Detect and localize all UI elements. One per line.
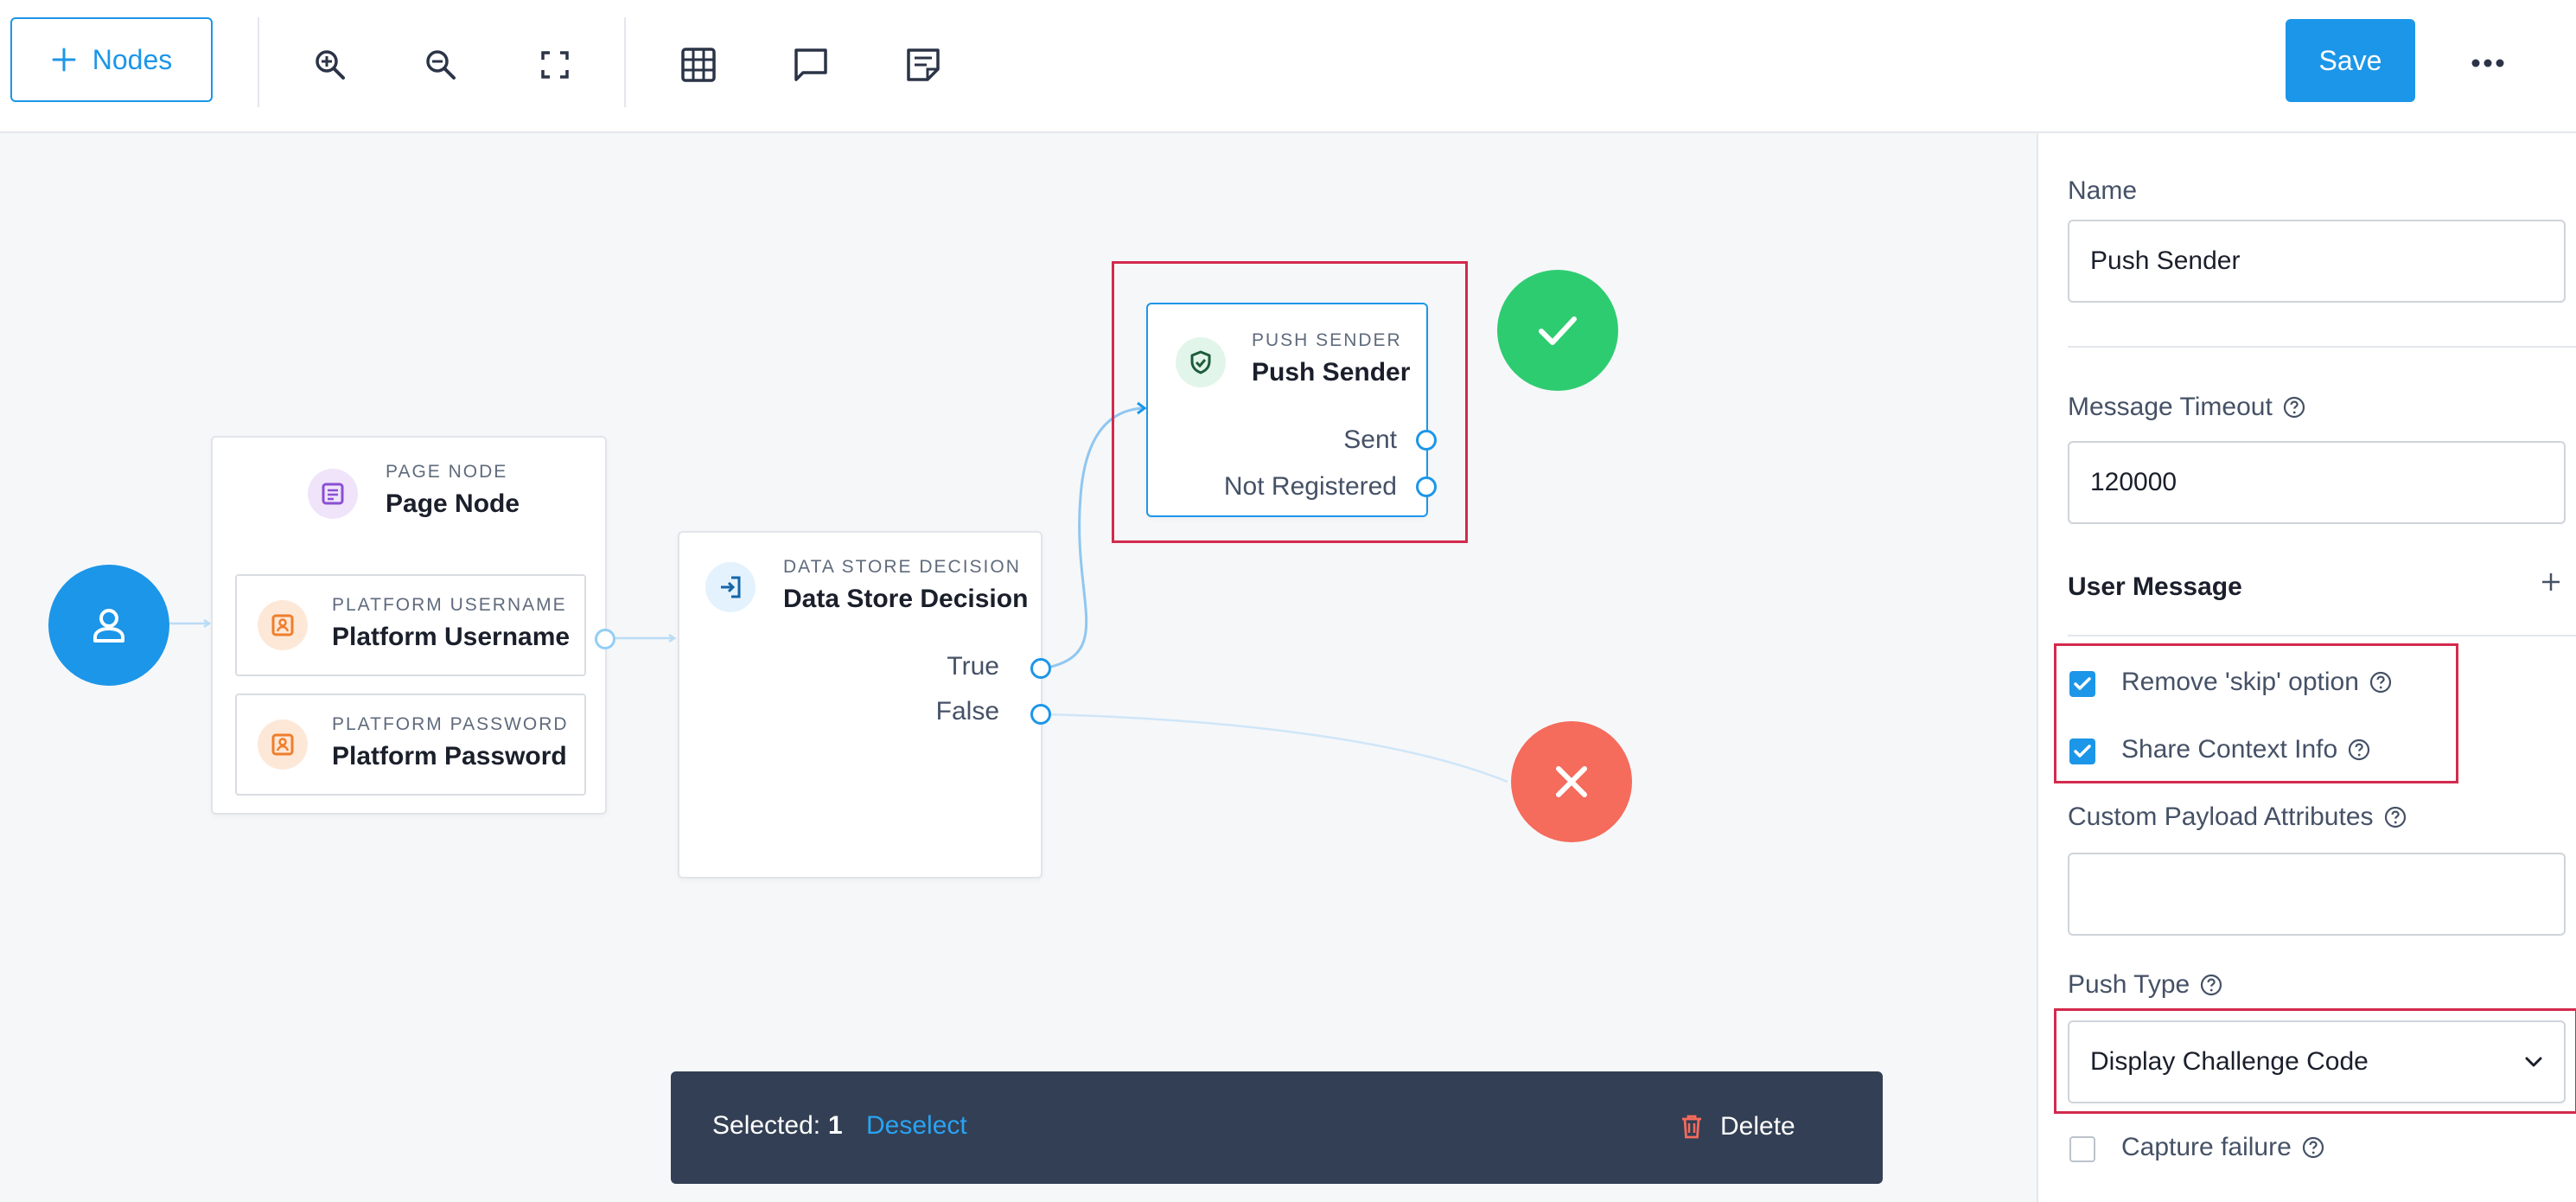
checkbox-group-highlight <box>2054 643 2458 783</box>
shield-check-icon <box>1176 337 1226 387</box>
close-icon <box>1552 762 1591 802</box>
panel-divider <box>2068 635 2576 636</box>
selected-count: 1 <box>828 1111 843 1140</box>
zoom-out-button[interactable] <box>406 36 475 93</box>
deselect-link[interactable]: Deselect <box>866 1111 967 1140</box>
delete-button[interactable]: Delete <box>1680 1101 1795 1153</box>
toggle-grid-button[interactable] <box>664 36 733 93</box>
help-icon[interactable] <box>2369 671 2392 694</box>
more-options-button[interactable] <box>2453 35 2522 92</box>
zoom-out-icon <box>424 48 458 82</box>
zoom-in-icon <box>313 48 348 82</box>
failure-node[interactable] <box>1511 721 1632 842</box>
help-icon[interactable] <box>2348 738 2370 761</box>
zoom-in-button[interactable] <box>296 36 365 93</box>
plus-icon <box>51 47 77 73</box>
id-card-icon <box>258 719 308 770</box>
add-nodes-button[interactable]: Nodes <box>10 17 213 102</box>
message-timeout-input[interactable] <box>2068 441 2566 524</box>
page-node[interactable]: Page Node Page Node Platform Username Pl… <box>211 436 607 815</box>
comment-icon <box>793 47 829 83</box>
push-sender-node-type: Push Sender <box>1252 330 1402 350</box>
journey-canvas[interactable]: Page Node Page Node Platform Username Pl… <box>0 133 2037 1202</box>
fullscreen-icon <box>540 50 570 80</box>
chevron-down-icon <box>2524 1056 2543 1068</box>
outcome-sent-port[interactable] <box>1416 430 1437 451</box>
delete-label: Delete <box>1720 1112 1795 1141</box>
toolbar-divider <box>258 17 259 107</box>
help-icon[interactable] <box>2384 806 2407 828</box>
user-icon <box>88 604 130 646</box>
push-sender-highlight <box>1112 261 1468 543</box>
push-type-select[interactable]: Display Challenge Code <box>2068 1020 2566 1103</box>
push-type-label: Push Type <box>2068 970 2222 1000</box>
start-node[interactable] <box>48 565 169 686</box>
selected-prefix: Selected: <box>712 1111 821 1140</box>
toolbar: Nodes Save <box>0 0 2576 133</box>
name-label: Name <box>2068 176 2138 205</box>
more-icon <box>2471 58 2505 68</box>
note-icon <box>905 47 941 83</box>
name-input[interactable] <box>2068 220 2566 303</box>
add-user-message-button[interactable] <box>2538 569 2564 595</box>
outcome-not-registered-label: Not Registered <box>1223 472 1397 501</box>
outcome-false-port[interactable] <box>1030 704 1051 725</box>
password-node-name: Platform Password <box>332 742 567 770</box>
trash-icon <box>1680 1114 1703 1140</box>
add-nodes-label: Nodes <box>92 43 173 75</box>
outcome-not-registered-port[interactable] <box>1416 476 1437 497</box>
page-node-name: Page Node <box>386 489 520 518</box>
page-node-type: Page Node <box>386 462 508 482</box>
check-icon <box>1534 307 1581 354</box>
custom-payload-label: Custom Payload Attributes <box>2068 802 2407 832</box>
password-node-type: Platform Password <box>332 714 569 734</box>
plus-icon <box>2538 569 2564 595</box>
success-node[interactable] <box>1497 270 1618 391</box>
platform-password-node[interactable]: Platform Password Platform Password <box>235 694 586 796</box>
save-button[interactable]: Save <box>2286 19 2415 102</box>
capture-failure-checkbox[interactable] <box>2069 1136 2095 1162</box>
push-sender-node[interactable]: Push Sender Push Sender Sent Not Registe… <box>1146 303 1428 517</box>
page-icon <box>308 469 358 519</box>
fit-to-screen-button[interactable] <box>520 36 590 93</box>
custom-payload-input[interactable] <box>2068 853 2566 936</box>
push-type-value: Display Challenge Code <box>2090 1047 2369 1076</box>
help-icon[interactable] <box>2302 1136 2324 1159</box>
remove-skip-checkbox[interactable] <box>2069 671 2095 697</box>
add-note-button[interactable] <box>889 36 958 93</box>
data-store-decision-node[interactable] <box>678 531 1043 879</box>
username-node-type: Platform Username <box>332 595 567 615</box>
grid-icon <box>680 47 717 83</box>
outcome-true-port[interactable] <box>1030 658 1051 679</box>
message-timeout-label: Message Timeout <box>2068 393 2305 422</box>
selection-bar: Selected: 1 Deselect Delete <box>671 1071 1883 1184</box>
toolbar-divider <box>624 17 626 107</box>
capture-failure-label: Capture failure <box>2121 1133 2324 1162</box>
outcome-sent-label: Sent <box>1343 425 1397 454</box>
user-message-label: User Message <box>2068 572 2242 601</box>
remove-skip-label: Remove 'skip' option <box>2121 668 2392 697</box>
panel-divider <box>2068 346 2576 348</box>
share-context-label: Share Context Info <box>2121 735 2370 764</box>
share-context-checkbox[interactable] <box>2069 738 2095 764</box>
page-node-output-port[interactable] <box>595 629 615 649</box>
platform-username-node[interactable]: Platform Username Platform Username <box>235 574 586 676</box>
help-icon[interactable] <box>2283 396 2305 419</box>
push-sender-node-name: Push Sender <box>1252 358 1411 387</box>
node-properties-panel: Name Message Timeout User Message Remove… <box>2037 133 2576 1202</box>
help-icon[interactable] <box>2200 974 2222 996</box>
add-comment-button[interactable] <box>776 36 845 93</box>
username-node-name: Platform Username <box>332 623 571 651</box>
id-card-icon <box>258 600 308 650</box>
